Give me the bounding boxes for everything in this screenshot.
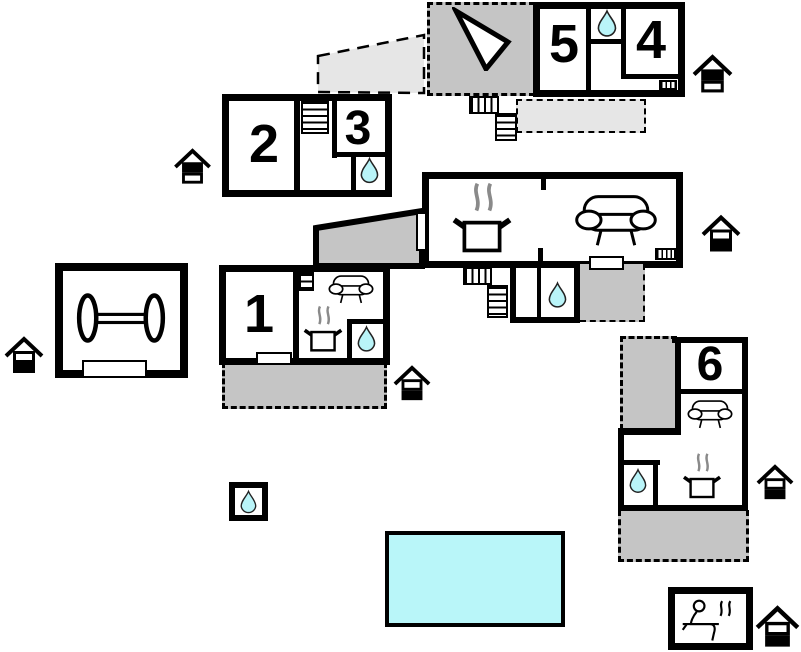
wall xyxy=(624,460,660,465)
sauna-box xyxy=(668,587,753,650)
house-entrance-icon xyxy=(755,605,800,650)
wall xyxy=(294,101,300,190)
water-drop-icon xyxy=(597,10,617,37)
wall xyxy=(621,9,626,79)
stairs-icon xyxy=(299,272,314,291)
wall xyxy=(537,268,541,317)
wall xyxy=(678,389,742,394)
sofa-icon xyxy=(687,400,733,429)
house-entrance-icon xyxy=(701,212,741,257)
stairs-icon xyxy=(463,267,492,285)
wall xyxy=(332,101,337,158)
window xyxy=(589,256,624,270)
wall xyxy=(742,337,748,511)
stairs-icon xyxy=(487,285,508,318)
stairs-icon xyxy=(495,113,517,141)
room-6-label: 6 xyxy=(696,338,724,391)
cooking-pot-icon xyxy=(682,451,722,499)
dumbbell-icon xyxy=(76,292,166,344)
annex-bathroom xyxy=(510,262,580,323)
corridor xyxy=(313,207,425,269)
sofa-icon xyxy=(328,275,374,304)
wall xyxy=(591,39,624,44)
wall xyxy=(586,9,591,90)
sofa-icon xyxy=(575,195,657,247)
house-entrance-icon xyxy=(756,464,794,502)
wall xyxy=(538,248,543,264)
terrace-below-5-4 xyxy=(516,99,646,133)
wall xyxy=(332,152,392,157)
wall xyxy=(618,505,748,511)
terrace-6-lower xyxy=(618,510,749,562)
room-1-label: 1 xyxy=(243,284,275,344)
wall xyxy=(541,177,546,190)
wall xyxy=(618,428,681,435)
room-5-label: 5 xyxy=(548,14,580,74)
radiator-icon xyxy=(659,80,677,90)
wall xyxy=(621,74,678,79)
wall xyxy=(672,337,748,343)
house-entrance-icon xyxy=(4,337,44,375)
wall xyxy=(675,337,681,433)
water-drop-icon xyxy=(629,468,647,494)
terrace-6-upper xyxy=(620,336,677,430)
house-entrance-icon xyxy=(691,54,734,95)
wall xyxy=(351,157,356,190)
window xyxy=(416,212,427,251)
terrace-1 xyxy=(222,362,387,409)
wall xyxy=(653,460,658,510)
water-drop-icon xyxy=(240,490,257,514)
room-3-label: 3 xyxy=(344,102,372,155)
water-drop-icon xyxy=(357,326,376,352)
wall xyxy=(347,319,390,324)
pool-area xyxy=(385,531,565,627)
radiator-icon xyxy=(655,248,676,260)
cooking-pot-icon xyxy=(449,180,515,256)
building-6 xyxy=(618,428,748,511)
stairs-icon xyxy=(469,96,499,114)
stairs-icon xyxy=(301,100,329,134)
sauna-person-icon xyxy=(681,599,732,642)
cooking-pot-icon xyxy=(302,304,344,353)
terrace-main xyxy=(580,264,645,322)
north-arrow-icon xyxy=(452,7,512,71)
wall xyxy=(347,319,352,358)
room-4-label: 4 xyxy=(635,10,667,70)
window xyxy=(82,360,147,378)
window xyxy=(256,352,292,365)
water-drop-icon xyxy=(548,282,567,308)
water-drop-icon xyxy=(360,157,379,184)
terrace-upper-left xyxy=(316,33,426,95)
wall xyxy=(618,428,624,511)
house-entrance-icon xyxy=(393,365,431,403)
wall xyxy=(293,272,299,358)
house-entrance-icon xyxy=(173,148,212,185)
room-2-label: 2 xyxy=(248,114,280,174)
